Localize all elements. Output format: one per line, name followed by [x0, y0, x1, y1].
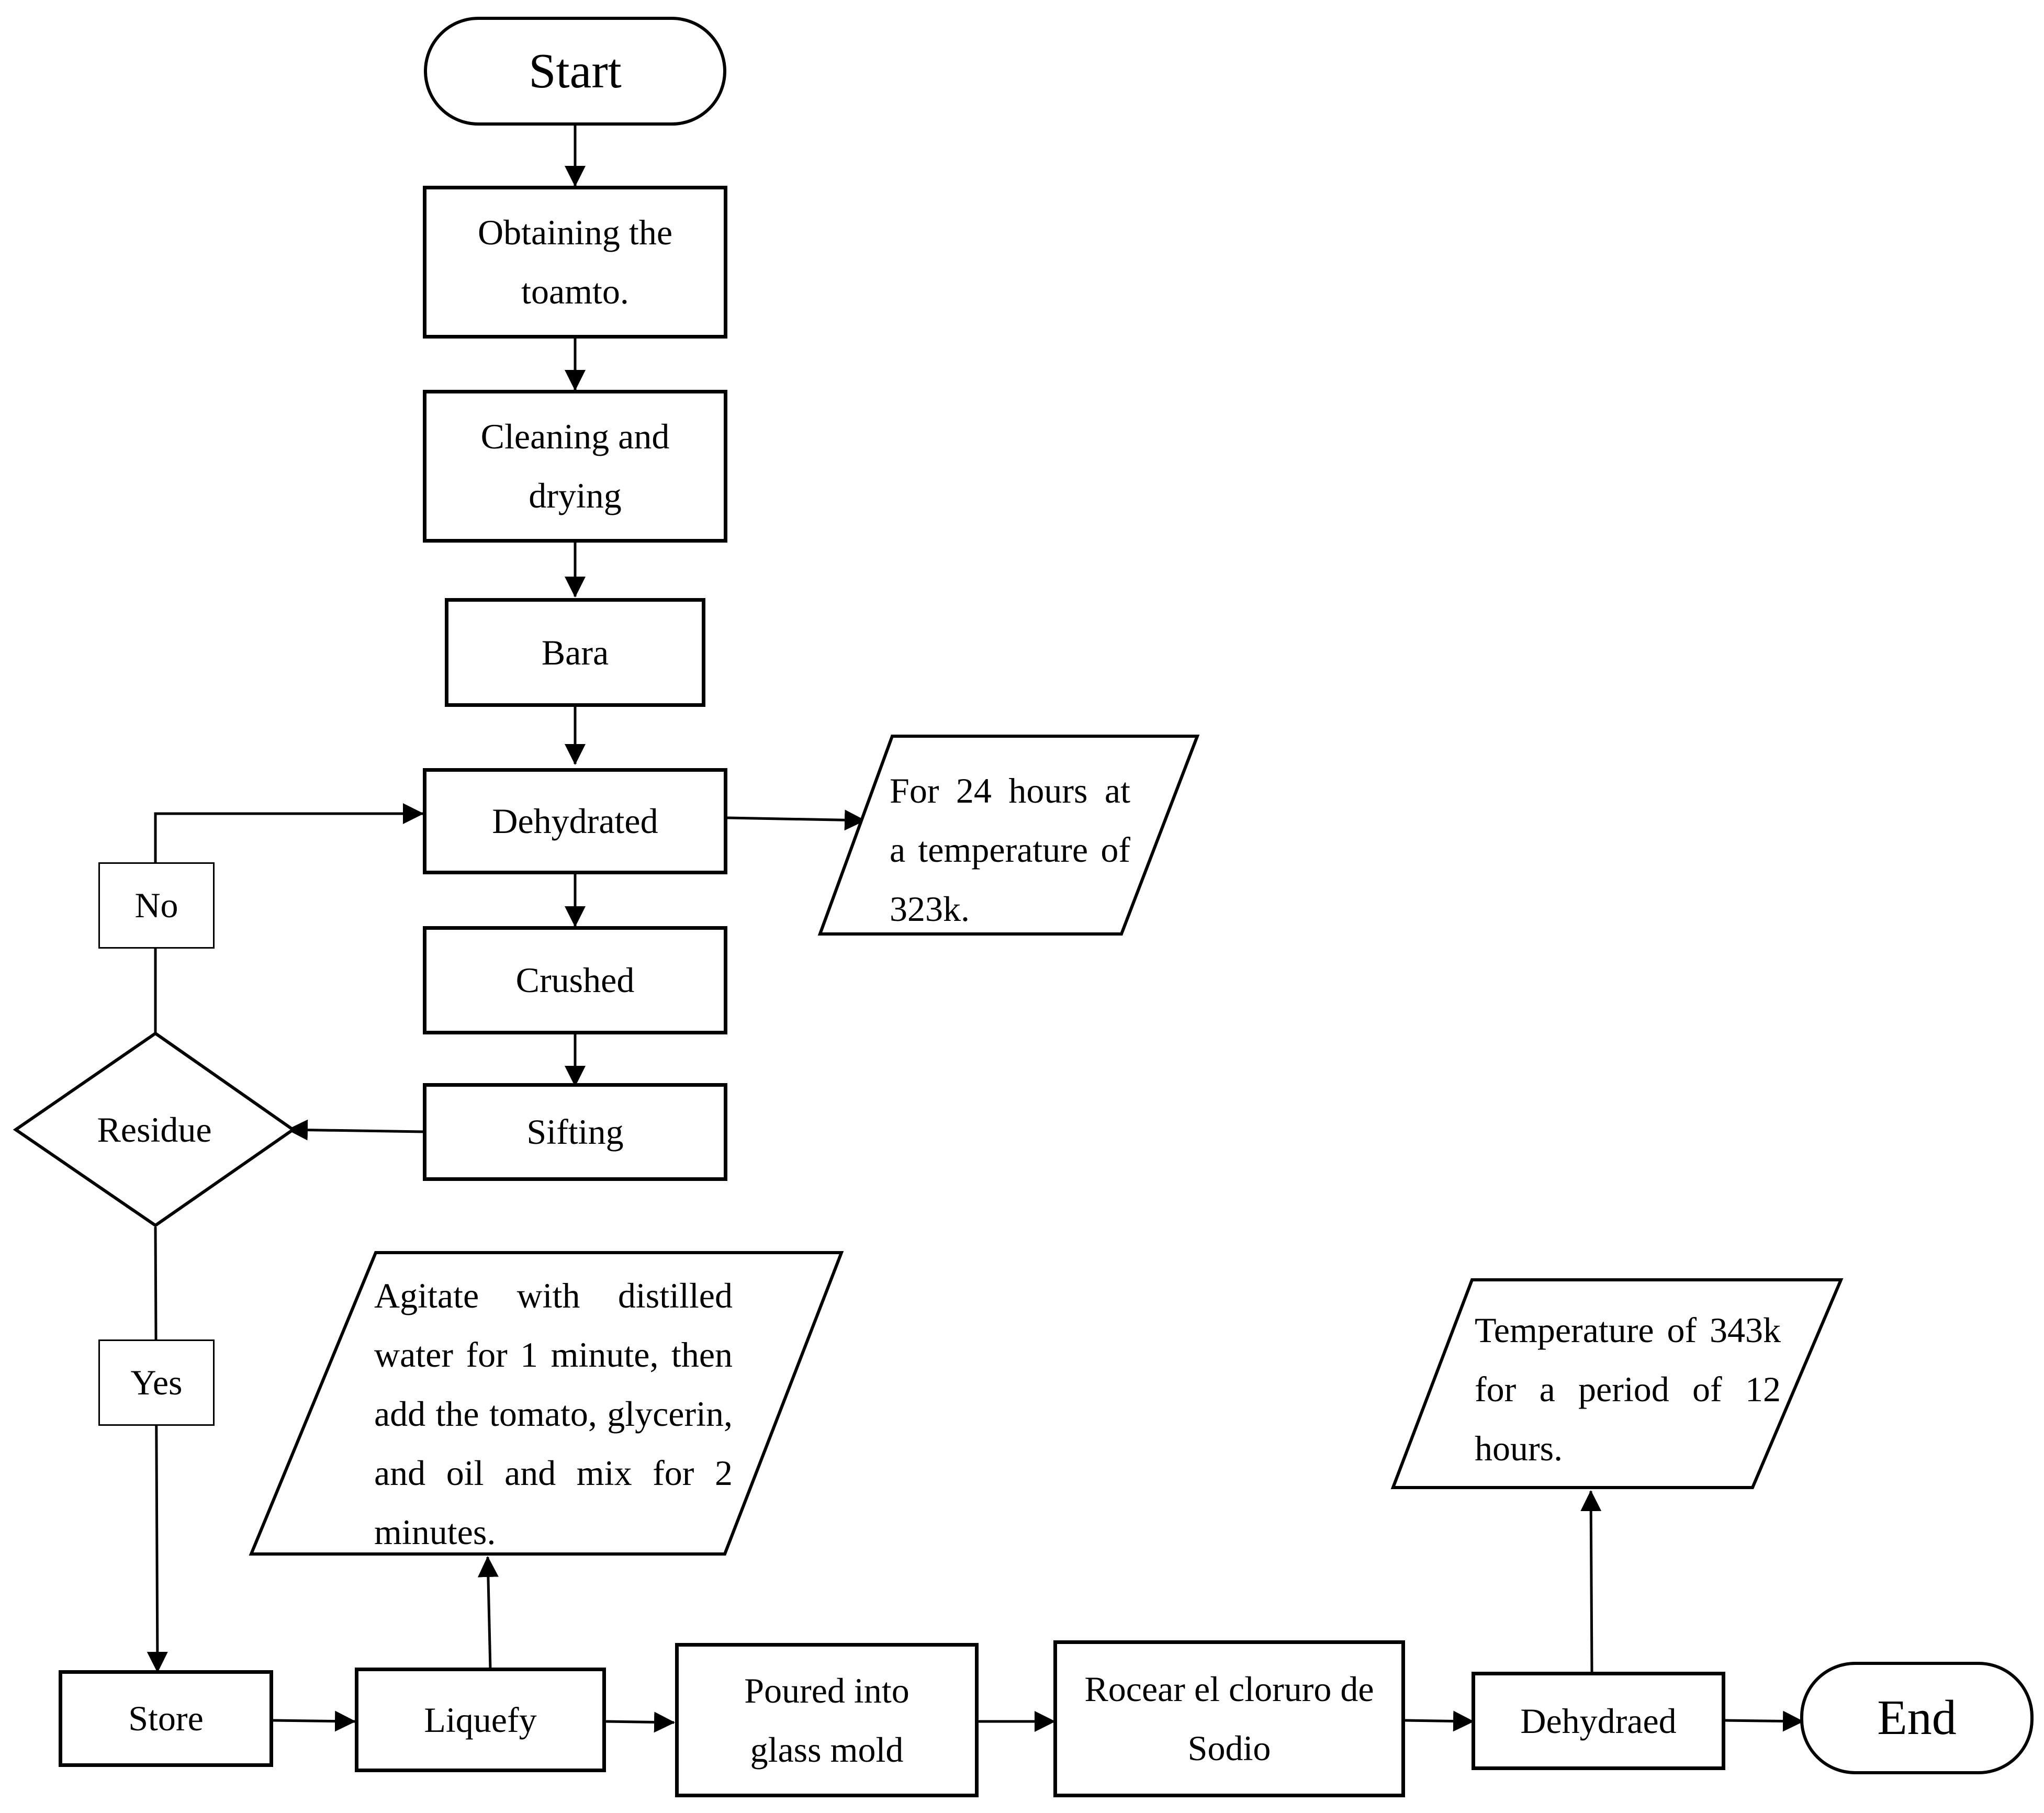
- note-dehydration: For 24 hours at a temperature of 323k.: [890, 761, 1130, 939]
- step-liquefy: Liquefy: [355, 1668, 606, 1772]
- step-obtaining: Obtaining the toamto.: [423, 186, 727, 339]
- arrow-liquefy-to-note: [477, 1556, 499, 1670]
- step-poured: Poured into glass mold: [675, 1643, 979, 1797]
- residue-decision: Residue: [16, 1077, 293, 1182]
- note-mixing-text: Agitate with distilled water for 1 minut…: [374, 1276, 733, 1552]
- arrow-store-to-liquefy: [273, 1710, 356, 1732]
- step-sifting-label: Sifting: [526, 1112, 624, 1152]
- branch-yes-label: Yes: [98, 1339, 215, 1426]
- start-terminal: Start: [424, 17, 726, 126]
- step-liquefy-label: Liquefy: [424, 1699, 537, 1740]
- branch-no-text: No: [134, 885, 178, 926]
- note-final-drying: Temperature of 343k for a period of 12 h…: [1475, 1301, 1781, 1478]
- step-bara: Bara: [445, 598, 705, 707]
- note-final-drying-shape: [1390, 1278, 1844, 1489]
- arrow-rocear-to-dehydraed: [1405, 1710, 1474, 1732]
- step-dehydraed-label: Dehydraed: [1520, 1701, 1677, 1741]
- start-label: Start: [529, 43, 622, 98]
- step-store: Store: [59, 1670, 273, 1767]
- step-crushed-label: Crushed: [515, 960, 635, 1000]
- step-cleaning-label: Cleaning and drying: [480, 416, 670, 515]
- residue-decision-label: Residue: [97, 1109, 212, 1150]
- step-dehydrated-label: Dehydrated: [492, 801, 658, 841]
- residue-decision-shape: [13, 1031, 296, 1228]
- note-mixing: Agitate with distilled water for 1 minut…: [374, 1266, 733, 1561]
- arrow-liquefy-to-poured: [605, 1711, 675, 1733]
- arrow-dehydrated-to-note: [727, 809, 866, 831]
- step-dehydrated: Dehydrated: [423, 768, 727, 874]
- step-poured-label: Poured into glass mold: [744, 1670, 909, 1770]
- step-cleaning: Cleaning and drying: [423, 390, 727, 543]
- note-dehydration-shape: [817, 735, 1200, 936]
- branch-yes-text: Yes: [130, 1362, 183, 1403]
- step-obtaining-label: Obtaining the toamto.: [477, 212, 673, 311]
- step-bara-label: Bara: [541, 632, 609, 672]
- step-dehydraed: Dehydraed: [1472, 1672, 1725, 1770]
- arrow-dehydraed-to-note: [1580, 1490, 1602, 1672]
- note-mixing-shape: [249, 1251, 844, 1556]
- step-crushed: Crushed: [423, 926, 727, 1034]
- arrow-dehydraed-to-end: [1725, 1710, 1804, 1732]
- end-terminal: End: [1800, 1662, 2034, 1774]
- step-rocear: Rocear el cloruro de Sodio: [1053, 1640, 1405, 1797]
- step-rocear-label: Rocear el cloruro de Sodio: [1084, 1669, 1374, 1768]
- step-store-label: Store: [128, 1698, 204, 1739]
- arrow-sifting-to-residue: [287, 1119, 424, 1141]
- arrow-residue-no-loop: [154, 803, 424, 1033]
- end-label: End: [1877, 1691, 1957, 1746]
- note-final-drying-text: Temperature of 343k for a period of 12 h…: [1475, 1310, 1781, 1468]
- step-sifting: Sifting: [423, 1083, 727, 1181]
- arrow-residue-yes-to-store: [147, 1226, 168, 1673]
- note-dehydration-text: For 24 hours at a temperature of 323k.: [890, 771, 1130, 929]
- branch-no-label: No: [98, 862, 215, 949]
